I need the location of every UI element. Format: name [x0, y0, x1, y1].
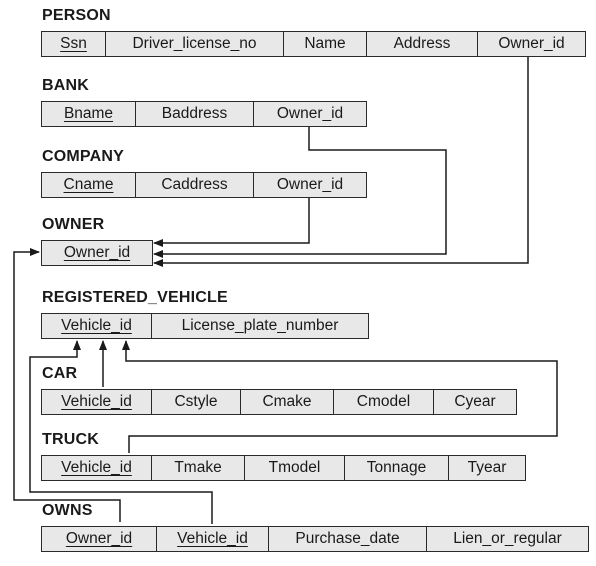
bank-owner-id: Owner_id — [276, 105, 344, 122]
owns-vehicle-id: Vehicle_id — [157, 527, 269, 551]
car-title: CAR — [42, 365, 78, 382]
company-owner-id: Owner_id — [276, 176, 344, 193]
truck-vehicle-id: Vehicle_id — [42, 456, 152, 480]
registered-vehicle-title: REGISTERED_VEHICLE — [42, 289, 228, 306]
bank-bname: Bname — [42, 102, 136, 126]
truck-tonnage: Tonnage — [345, 456, 449, 480]
owns-title: OWNS — [42, 502, 93, 519]
registered-vehicle-table: Vehicle_id License_plate_number — [41, 313, 369, 339]
person-driver-license-no: Driver_license_no — [106, 32, 284, 56]
fk-owns-vehicle-line — [29, 340, 213, 524]
person-address: Address — [367, 32, 478, 56]
company-caddress: Caddress — [136, 173, 254, 197]
owner-title: OWNER — [42, 216, 105, 233]
owns-purchase-date: Purchase_date — [269, 527, 427, 551]
person-table: Ssn Driver_license_no Name Address Owner… — [41, 31, 586, 57]
car-cyear: Cyear — [454, 393, 496, 410]
car-cstyle: Cstyle — [152, 390, 241, 414]
bank-title: BANK — [42, 77, 90, 94]
owns-table: Owner_id Vehicle_id Purchase_date Lien_o… — [41, 526, 589, 552]
truck-tyear: Tyear — [467, 459, 507, 476]
fk-owns-owner-line — [13, 248, 121, 522]
truck-title: TRUCK — [42, 431, 99, 448]
company-cname: Cname — [42, 173, 136, 197]
car-cmake: Cmake — [241, 390, 334, 414]
person-ssn: Ssn — [42, 32, 106, 56]
person-name: Name — [284, 32, 367, 56]
fk-bank-owner-line — [153, 127, 447, 258]
company-table: Cname Caddress Owner_id — [41, 172, 367, 198]
car-table: Vehicle_id Cstyle Cmake Cmodel Cyear — [41, 389, 517, 415]
truck-tmake: Tmake — [152, 456, 245, 480]
bank-baddress: Baddress — [136, 102, 254, 126]
registered-vehicle-license-plate-number: License_plate_number — [181, 317, 339, 334]
owns-owner-id: Owner_id — [42, 527, 157, 551]
owner-owner-id: Owner_id — [63, 244, 131, 261]
fk-company-owner-line — [153, 198, 310, 247]
fk-person-owner-line — [153, 57, 529, 267]
owns-lien-or-regular: Lien_or_regular — [453, 530, 562, 547]
person-owner-id: Owner_id — [498, 35, 565, 52]
truck-tmodel: Tmodel — [245, 456, 345, 480]
registered-vehicle-vehicle-id: Vehicle_id — [42, 314, 152, 338]
company-title: COMPANY — [42, 148, 124, 165]
car-vehicle-id: Vehicle_id — [42, 390, 152, 414]
bank-table: Bname Baddress Owner_id — [41, 101, 367, 127]
car-cmodel: Cmodel — [334, 390, 434, 414]
truck-table: Vehicle_id Tmake Tmodel Tonnage Tyear — [41, 455, 526, 481]
person-title: PERSON — [42, 7, 111, 24]
owner-table: Owner_id — [41, 240, 153, 266]
fk-truck-vehicle-line — [122, 340, 558, 453]
